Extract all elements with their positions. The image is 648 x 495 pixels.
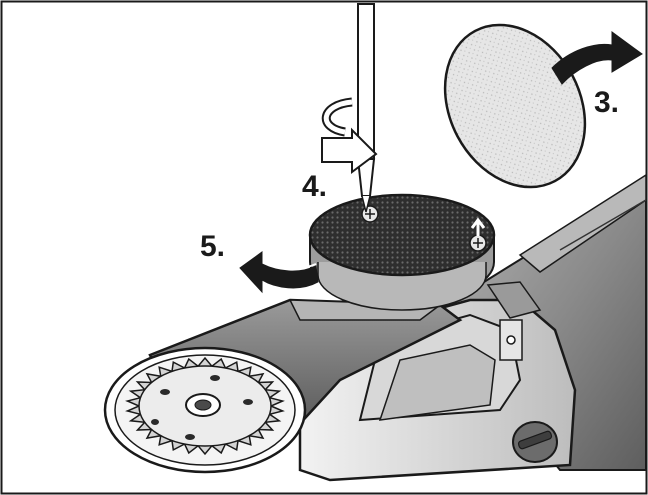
- arrow-step3-icon: [551, 31, 643, 85]
- rotate-arrow-icon: [321, 97, 378, 174]
- step-4-label: 4.: [302, 170, 327, 203]
- screwdriver-icon: [356, 3, 376, 213]
- cutting-blade-icon: [103, 346, 307, 474]
- sanding-disc-icon: [443, 23, 587, 189]
- arrow-step5-icon: [239, 251, 319, 294]
- step-5-label: 5.: [200, 230, 225, 263]
- side-knob: [512, 421, 558, 463]
- step-3-label: 3.: [594, 86, 619, 119]
- backing-pad-icon: [308, 193, 496, 311]
